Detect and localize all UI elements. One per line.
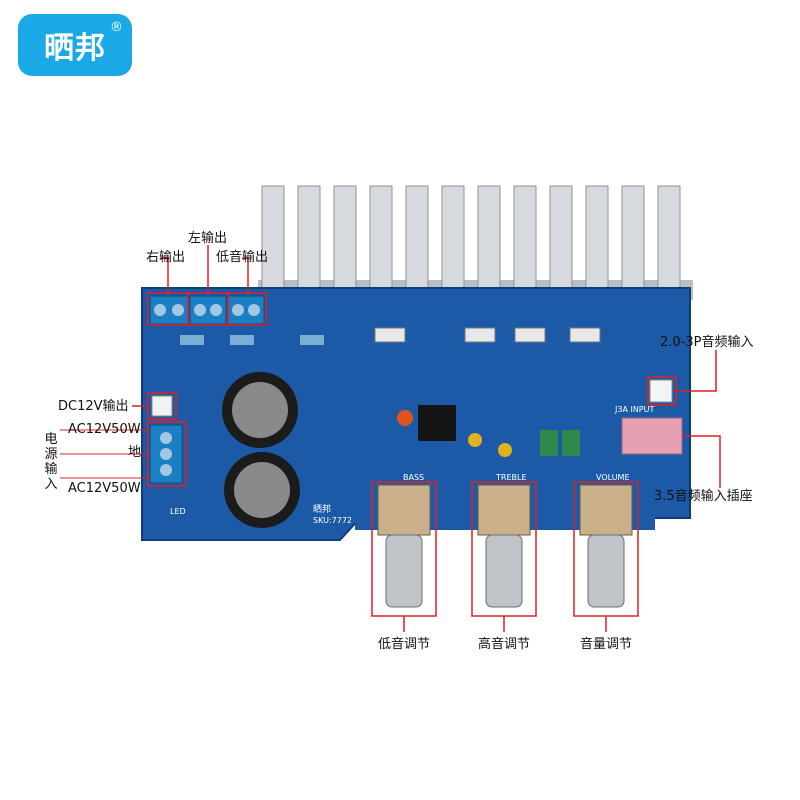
brand-logo: 晒邦 ® xyxy=(18,14,132,76)
label-volume-adjust: 音量调节 xyxy=(580,637,633,652)
label-power-input: 电源输入 xyxy=(44,432,58,492)
heatsink-fin xyxy=(261,185,285,297)
heatsink-fin xyxy=(585,185,609,297)
power-transistors xyxy=(374,327,601,343)
silk-bass: BASS xyxy=(403,473,424,482)
heatsink-fin xyxy=(549,185,573,297)
label-bass-output: 低音输出 xyxy=(216,250,269,265)
audio-jack-3-5 xyxy=(621,417,683,455)
label-treble-adjust: 高音调节 xyxy=(478,637,531,652)
header-2-0-3p xyxy=(649,379,673,403)
label-bass-adjust: 低音调节 xyxy=(378,637,431,652)
small-components xyxy=(180,335,580,457)
callout-lines xyxy=(132,245,721,632)
heatsink-fin xyxy=(657,185,681,297)
output-terminals xyxy=(149,295,265,325)
heatsink-fin xyxy=(441,185,465,297)
brand-logo-text: 晒邦 xyxy=(44,31,106,66)
heatsink-fin xyxy=(369,185,393,297)
silk-treble: TREBLE xyxy=(495,473,527,482)
silk-led: LED xyxy=(170,507,186,516)
label-ac-top: AC12V50W xyxy=(68,422,141,437)
silk-sku: SKU:7772 xyxy=(313,516,352,525)
potentiometers xyxy=(377,484,633,608)
heatsink-fin xyxy=(477,185,501,297)
heatsink-fin xyxy=(333,185,357,297)
label-ac-bottom: AC12V50W xyxy=(68,481,141,496)
silk-input: J3A INPUT xyxy=(614,405,654,414)
heatsink-fin xyxy=(621,185,645,297)
label-right-output: 右输出 xyxy=(146,250,186,265)
silk-volume: VOLUME xyxy=(596,473,630,482)
power-input-terminal xyxy=(149,424,183,484)
filter-capacitors xyxy=(222,372,300,528)
label-3-5-input: 3.5音频输入插座 xyxy=(654,489,753,504)
silk-brand: 晒邦 xyxy=(313,503,331,515)
heatsink-fin xyxy=(405,185,429,297)
heatsink-fin xyxy=(513,185,537,297)
label-ground: 地 xyxy=(128,445,142,460)
heatsink-fin xyxy=(297,185,321,297)
label-2-0-3p-input: 2.0-3P音频输入 xyxy=(660,335,754,350)
registered-mark: ® xyxy=(110,20,124,35)
label-dc12v-output: DC12V输出 xyxy=(58,399,129,414)
label-left-output: 左输出 xyxy=(188,231,228,246)
dc12v-connector xyxy=(151,395,173,417)
